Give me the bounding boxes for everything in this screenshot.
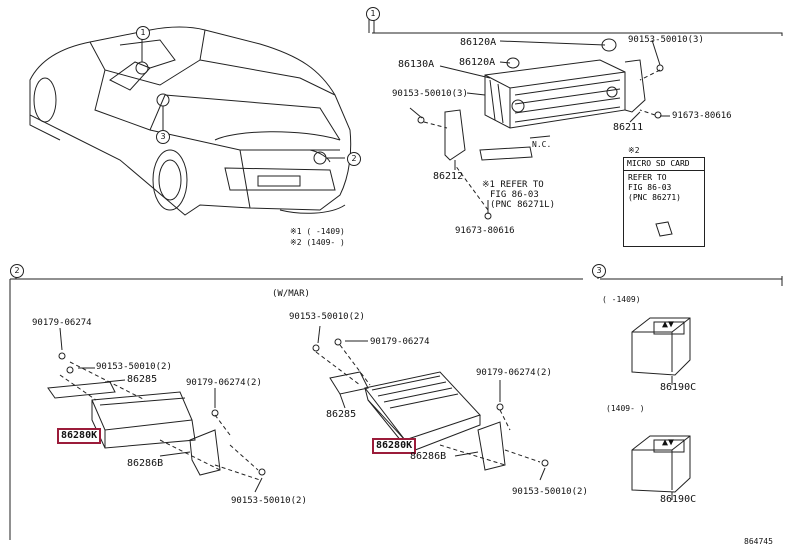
label-91673-right: 91673-80616 bbox=[672, 111, 732, 121]
right-label-90179-2: 90179-06274(2) bbox=[476, 368, 552, 378]
refer-note-line2: FIG 86-03 bbox=[490, 190, 539, 200]
sd-card-line3: (PNC 86271) bbox=[628, 193, 681, 202]
refer-note-line1: ※1 REFER TO bbox=[482, 180, 544, 190]
label-90153-left: 90153-50010(3) bbox=[392, 89, 468, 99]
head-unit-assembly bbox=[409, 38, 670, 220]
sd-box-mark: ※2 bbox=[628, 146, 640, 155]
left-label-90153: 90153-50010(2) bbox=[96, 362, 172, 372]
right-label-90153: 90153-50010(2) bbox=[289, 312, 365, 322]
left-label-86286B: 86286B bbox=[127, 458, 164, 469]
left-label-90179: 90179-06274 bbox=[32, 318, 92, 328]
label-90153-right: 90153-50010(3) bbox=[628, 35, 704, 45]
section1-callout: 1 bbox=[366, 7, 380, 21]
callout-3-vehicle: 3 bbox=[156, 130, 170, 144]
vehicle-note-2: ※2 (1409- ) bbox=[290, 238, 345, 247]
section1-frame bbox=[372, 32, 783, 36]
right-label-90179: 90179-06274 bbox=[370, 337, 430, 347]
switch-range-bottom: (1409- ) bbox=[606, 404, 645, 413]
left-label-90153-2: 90153-50010(2) bbox=[231, 496, 307, 506]
label-86212: 86212 bbox=[433, 171, 464, 182]
variant-label: (W/MAR) bbox=[272, 289, 310, 299]
amp-module-left bbox=[47, 327, 266, 493]
sd-card-line2: FIG 86-03 bbox=[628, 183, 672, 192]
vehicle-note-1: ※1 ( -1409) bbox=[290, 227, 345, 236]
vehicle-illustration bbox=[29, 26, 352, 216]
left-label-86280K[interactable]: 86280K bbox=[57, 428, 102, 444]
label-86190C-bottom: 86190C bbox=[660, 494, 697, 505]
refer-note-line3: (PNC 86271L) bbox=[490, 200, 556, 210]
right-label-86285: 86285 bbox=[326, 409, 357, 420]
label-86130A: 86130A bbox=[398, 59, 435, 70]
sd-card-note-box: MICRO SD CARD REFER TO FIG 86-03 (PNC 86… bbox=[623, 157, 705, 247]
callout-2-vehicle: 2 bbox=[347, 152, 361, 166]
label-86120A-top: 86120A bbox=[460, 37, 497, 48]
left-label-86285: 86285 bbox=[127, 374, 158, 385]
label-86211: 86211 bbox=[613, 122, 644, 133]
switch-top bbox=[631, 317, 691, 385]
label-86120A-mid: 86120A bbox=[459, 57, 496, 68]
switch-top-arrows-icon: ▲▼ bbox=[662, 319, 675, 330]
label-91673-bottom: 91673-80616 bbox=[455, 226, 515, 236]
label-86190C-top: 86190C bbox=[660, 382, 697, 393]
figure-code: 864745 bbox=[744, 537, 773, 546]
sd-card-icon bbox=[655, 221, 673, 237]
right-label-86286B: 86286B bbox=[410, 451, 447, 462]
section3-callout: 3 bbox=[592, 264, 606, 278]
left-label-90179-2: 90179-06274(2) bbox=[186, 378, 262, 388]
switch-range-top: ( -1409) bbox=[602, 295, 641, 304]
sd-card-header: MICRO SD CARD bbox=[624, 158, 704, 171]
right-label-86280K[interactable]: 86280K bbox=[372, 438, 417, 454]
sd-card-line1: REFER TO bbox=[628, 173, 667, 182]
callout-1-vehicle: 1 bbox=[136, 26, 150, 40]
label-nc: N.C. bbox=[532, 140, 552, 149]
section2-callout: 2 bbox=[10, 264, 24, 278]
amp-module-right bbox=[312, 325, 549, 481]
switch-bottom bbox=[631, 435, 691, 500]
right-label-90153-2: 90153-50010(2) bbox=[512, 487, 588, 497]
switch-bottom-arrows-icon: ▲▼ bbox=[662, 437, 675, 448]
